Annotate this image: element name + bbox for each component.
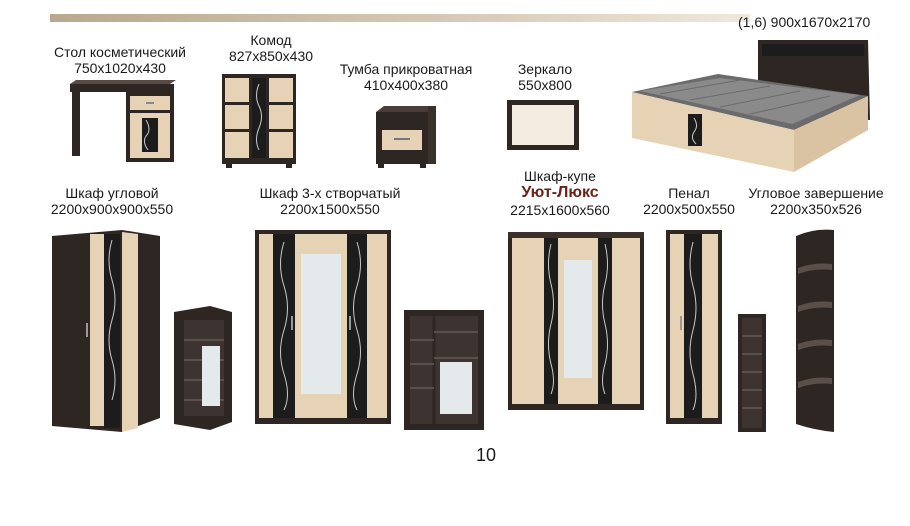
pencil-case-name: Пенал xyxy=(668,185,710,201)
corner-end-image xyxy=(796,229,834,432)
nightstand-image xyxy=(376,106,436,168)
corner-wardrobe-name: Шкаф угловой xyxy=(65,185,159,201)
dresser-image xyxy=(222,74,296,168)
dresser-size: 827x850x430 xyxy=(228,48,314,64)
sliding-wardrobe-brand: Уют-Люкс xyxy=(521,184,599,201)
sliding-wardrobe-name: Шкаф-купе xyxy=(524,168,596,184)
corner-end-size: 2200x350x526 xyxy=(770,201,862,217)
mirror-name: Зеркало xyxy=(517,61,573,77)
bed-image xyxy=(632,40,870,172)
wardrobe-3door-image xyxy=(255,230,391,424)
vanity-table-label: Стол косметический 750x1020x430 xyxy=(54,44,186,76)
nightstand-label: Тумба прикроватная 410x400x380 xyxy=(340,61,473,93)
nightstand-size: 410x400x380 xyxy=(363,77,449,93)
nightstand-name: Тумба прикроватная xyxy=(339,61,473,77)
pencil-case-open-image xyxy=(738,314,766,432)
pencil-case-size: 2200x500x550 xyxy=(643,201,735,217)
corner-wardrobe-image xyxy=(52,230,160,432)
pencil-case-label: Пенал 2200x500x550 xyxy=(643,185,735,217)
mirror-image xyxy=(507,100,579,150)
dresser-name: Комод xyxy=(250,32,292,48)
corner-end-name: Угловое завершение xyxy=(748,185,884,201)
corner-end-label: Угловое завершение 2200x350x526 xyxy=(748,185,883,217)
wardrobe-3door-open-image xyxy=(404,310,484,430)
sliding-wardrobe-label: Шкаф-купе Уют-Люкс 2215x1600x560 xyxy=(510,168,610,218)
corner-wardrobe-size: 2200x900x900x550 xyxy=(50,201,174,217)
sliding-wardrobe-image xyxy=(508,232,644,410)
vanity-table-image xyxy=(70,80,176,162)
corner-wardrobe-label: Шкаф угловой 2200x900x900x550 xyxy=(51,185,173,217)
wardrobe-3door-label: Шкаф 3-х створчатый 2200x1500x550 xyxy=(260,185,401,217)
wardrobe-3door-name: Шкаф 3-х створчатый xyxy=(259,185,401,201)
vanity-table-size: 750x1020x430 xyxy=(74,60,166,76)
pencil-case-image xyxy=(666,230,722,424)
wardrobe-3door-size: 2200x1500x550 xyxy=(280,201,380,217)
page-number: 10 xyxy=(476,445,497,465)
mirror-size: 550x800 xyxy=(518,77,572,93)
corner-wardrobe-open-image xyxy=(174,306,232,430)
bed-size: (1,6) 900x1670x2170 xyxy=(738,14,871,30)
vanity-table-name: Стол косметический xyxy=(54,44,186,60)
mirror-label: Зеркало 550x800 xyxy=(518,61,572,93)
dresser-label: Комод 827x850x430 xyxy=(229,32,313,64)
decorative-top-bar xyxy=(50,14,750,22)
sliding-wardrobe-size: 2215x1600x560 xyxy=(510,202,610,218)
